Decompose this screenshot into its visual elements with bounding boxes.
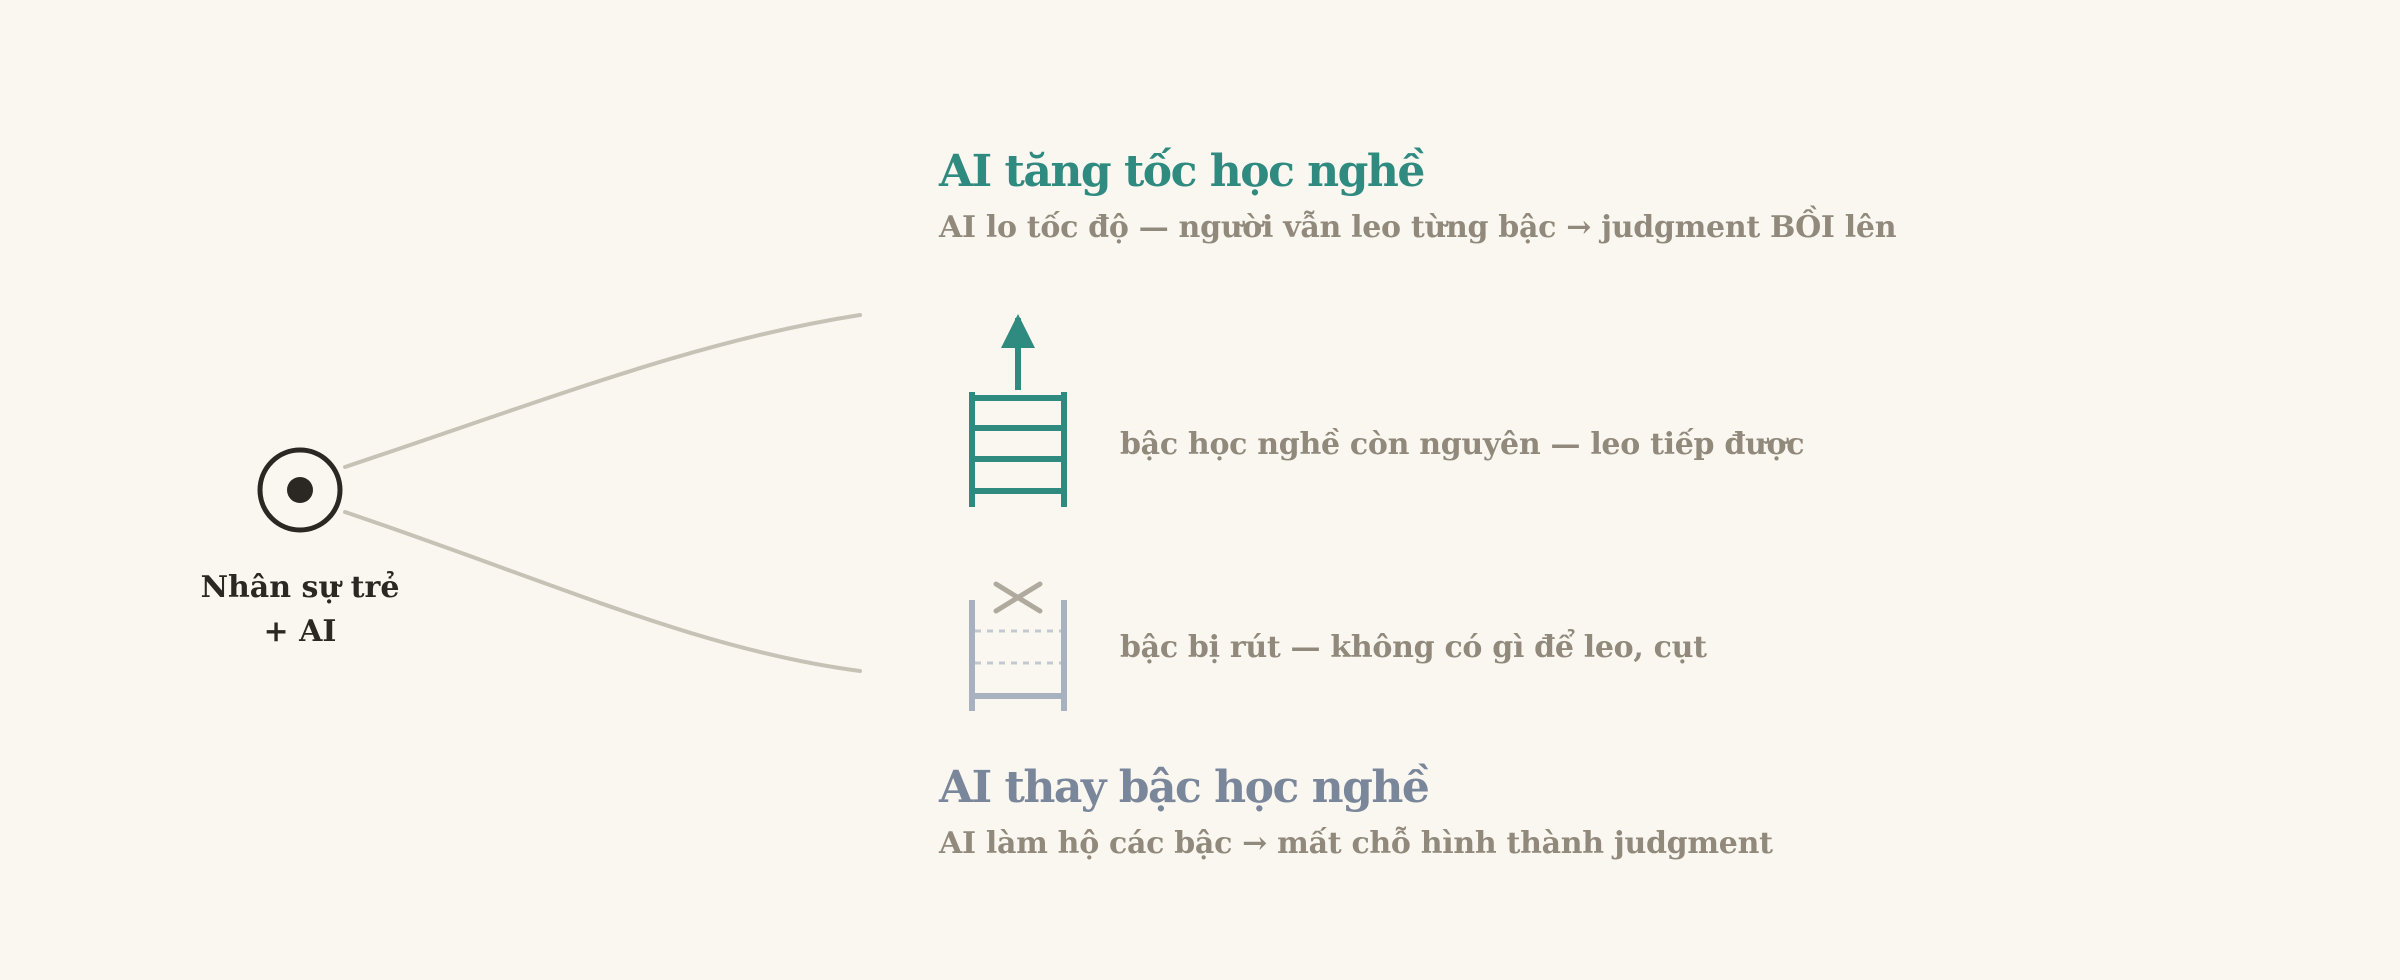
connector-bottom [343,510,862,673]
broken-ladder-x-icon [969,581,1067,711]
branch-top-subtitle: AI lo tốc độ — người vẫn leo từng bậc → … [939,210,1897,245]
branch-top-title: AI tăng tốc học nghề [939,146,1425,197]
branch-bottom-title: AI thay bậc học nghề [939,762,1430,813]
origin-label-line2: + AI [263,614,337,649]
branch-bottom-ladder-note: bậc bị rút — không có gì để leo, cụt [1120,630,1707,665]
origin-label-line1: Nhân sự trẻ [200,570,400,605]
connector-top [343,313,862,469]
branch-bottom-subtitle: AI làm hộ các bậc → mất chỗ hình thành j… [939,826,1773,861]
origin-node-icon [257,447,343,533]
origin-label: Nhân sự trẻ + AI [150,566,450,654]
branch-top-ladder-note: bậc học nghề còn nguyên — leo tiếp được [1120,427,1805,462]
ladder-up-arrow-icon [969,314,1067,507]
